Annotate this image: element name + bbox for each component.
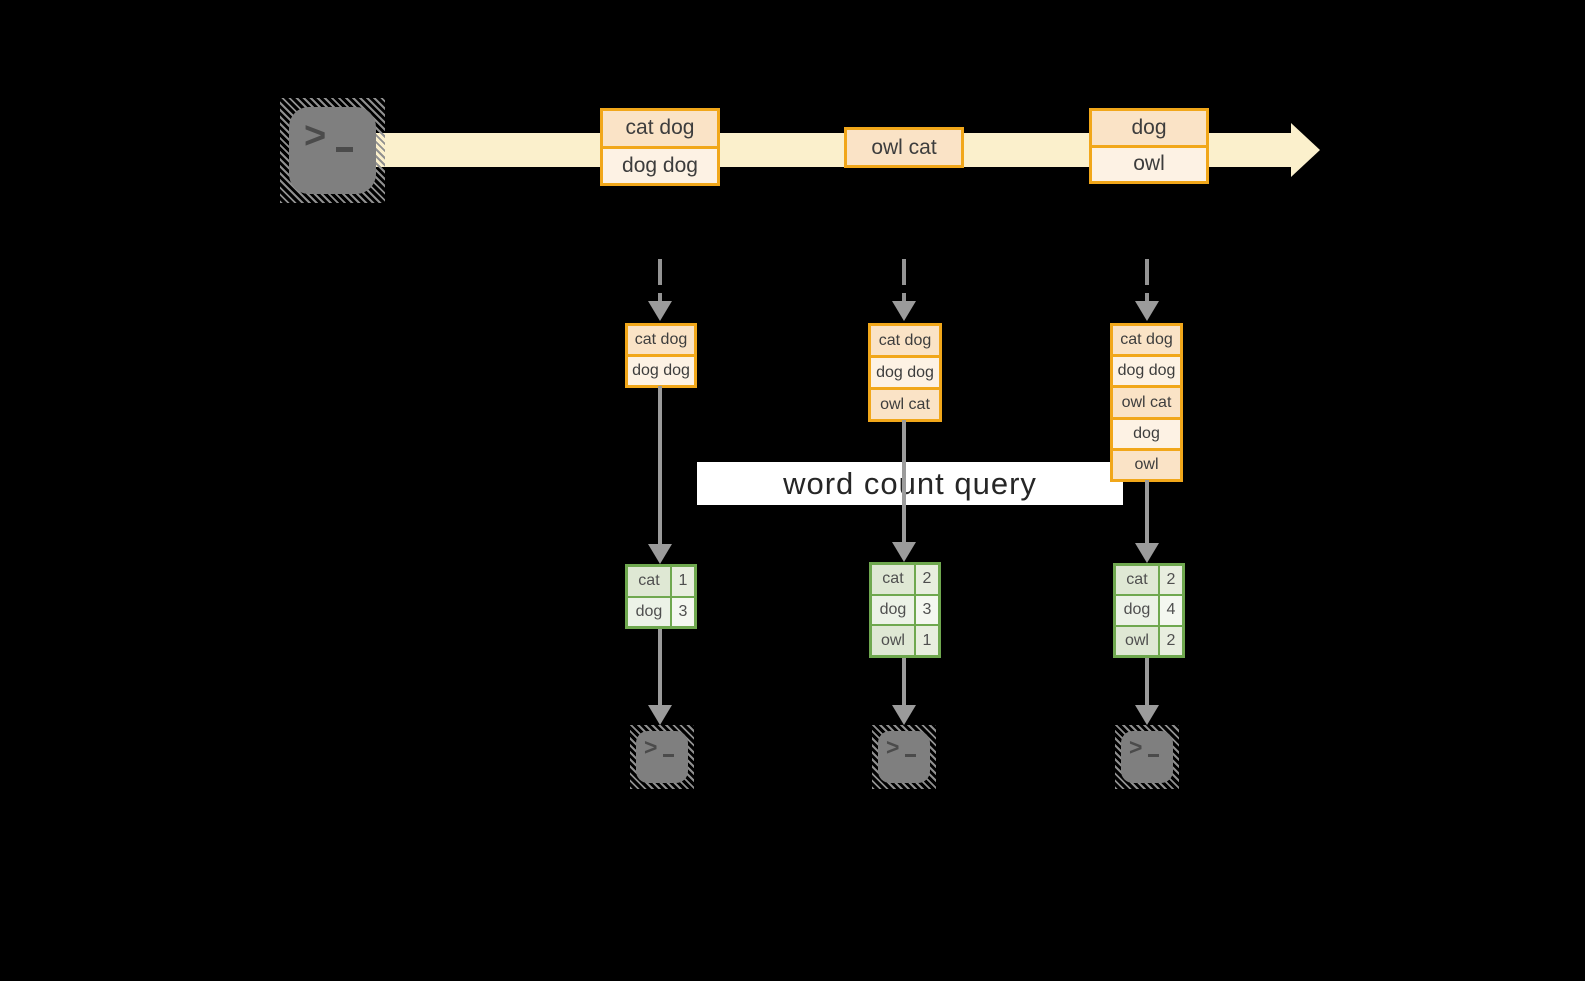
query-label: word count query (697, 462, 1123, 505)
stream-event-box-1: cat dog dog dog (600, 108, 720, 186)
buffer-line: owl (1113, 447, 1180, 480)
table-row: dog 4 (1116, 594, 1182, 625)
terminal-screen: > (1121, 731, 1173, 783)
word-cell: dog (628, 597, 670, 626)
word-cell: owl (872, 626, 914, 656)
buffer-line: cat dog (871, 326, 939, 355)
stream-arrow-head (1291, 123, 1320, 177)
arrowhead-down-icon (892, 301, 916, 321)
terminal-source-icon: > (280, 98, 385, 203)
count-cell: 3 (913, 595, 938, 625)
cursor-icon (663, 754, 674, 757)
dashed-arrow-shaft (1145, 259, 1149, 285)
count-cell: 1 (913, 626, 938, 656)
arrowhead-down-icon (648, 705, 672, 725)
arrowhead-down-icon (648, 301, 672, 321)
prompt-icon: > (1129, 734, 1143, 760)
word-cell: dog (872, 595, 914, 625)
buffer-line: dog dog (628, 354, 694, 385)
terminal-screen: > (289, 107, 376, 194)
terminal-output-icon-1: > (630, 725, 694, 789)
arrow-shaft (1145, 480, 1149, 543)
arrowhead-down-icon (1135, 543, 1159, 563)
buffer-line: dog dog (871, 355, 939, 387)
table-row: cat 2 (872, 565, 938, 594)
dashed-arrow-shaft (902, 293, 906, 302)
event-line: owl (1092, 144, 1206, 181)
word-cell: cat (872, 565, 914, 594)
arrowhead-down-icon (1135, 705, 1159, 725)
dashed-arrow-shaft (658, 293, 662, 302)
table-row: cat 1 (628, 567, 694, 596)
table-row: cat 2 (1116, 566, 1182, 595)
cursor-icon (336, 147, 353, 152)
dashed-arrow-shaft (902, 259, 906, 285)
input-buffer-2: cat dog dog dog owl cat (868, 323, 942, 422)
terminal-output-icon-3: > (1115, 725, 1179, 789)
buffer-line: dog dog (1113, 354, 1180, 386)
terminal-output-icon-2: > (872, 725, 936, 789)
arrow-shaft (902, 656, 906, 705)
buffer-line: owl cat (1113, 385, 1180, 417)
result-table-1: cat 1 dog 3 (625, 564, 697, 629)
count-cell: 1 (669, 567, 694, 596)
count-cell: 4 (1157, 596, 1182, 625)
arrowhead-down-icon (892, 542, 916, 562)
prompt-icon: > (304, 115, 327, 157)
word-cell: cat (1116, 566, 1158, 595)
dashed-arrow-shaft (658, 259, 662, 285)
arrowhead-down-icon (892, 705, 916, 725)
count-cell: 2 (1157, 626, 1182, 655)
word-cell: cat (628, 567, 670, 596)
event-line: cat dog (603, 111, 717, 146)
buffer-line: cat dog (628, 326, 694, 354)
table-row: dog 3 (628, 595, 694, 626)
cursor-icon (1148, 754, 1159, 757)
buffer-line: owl cat (871, 387, 939, 419)
arrowhead-down-icon (1135, 301, 1159, 321)
table-row: dog 3 (872, 593, 938, 625)
event-line: dog dog (603, 145, 717, 183)
buffer-line: dog (1113, 416, 1180, 448)
event-line: owl cat (847, 130, 961, 165)
cursor-icon (905, 754, 916, 757)
input-buffer-1: cat dog dog dog (625, 323, 697, 388)
word-cell: owl (1116, 626, 1158, 655)
result-table-3: cat 2 dog 4 owl 2 (1113, 563, 1185, 658)
dashed-arrow-shaft (1145, 293, 1149, 302)
input-buffer-3: cat dog dog dog owl cat dog owl (1110, 323, 1183, 482)
buffer-line: cat dog (1113, 326, 1180, 355)
count-cell: 3 (669, 597, 694, 626)
table-row: owl 2 (1116, 624, 1182, 655)
arrowhead-down-icon (648, 544, 672, 564)
terminal-screen: > (636, 731, 688, 783)
prompt-icon: > (886, 734, 900, 760)
terminal-screen: > (878, 731, 930, 783)
stream-event-box-2: owl cat (844, 127, 964, 168)
arrow-shaft (658, 627, 662, 705)
count-cell: 2 (913, 565, 938, 594)
result-table-2: cat 2 dog 3 owl 1 (869, 562, 941, 658)
arrow-shaft (902, 420, 906, 542)
arrow-shaft (658, 386, 662, 544)
stream-event-box-3: dog owl (1089, 108, 1209, 184)
count-cell: 2 (1157, 566, 1182, 595)
arrow-shaft (1145, 656, 1149, 705)
prompt-icon: > (644, 734, 658, 760)
table-row: owl 1 (872, 624, 938, 656)
word-cell: dog (1116, 596, 1158, 625)
event-line: dog (1092, 111, 1206, 145)
